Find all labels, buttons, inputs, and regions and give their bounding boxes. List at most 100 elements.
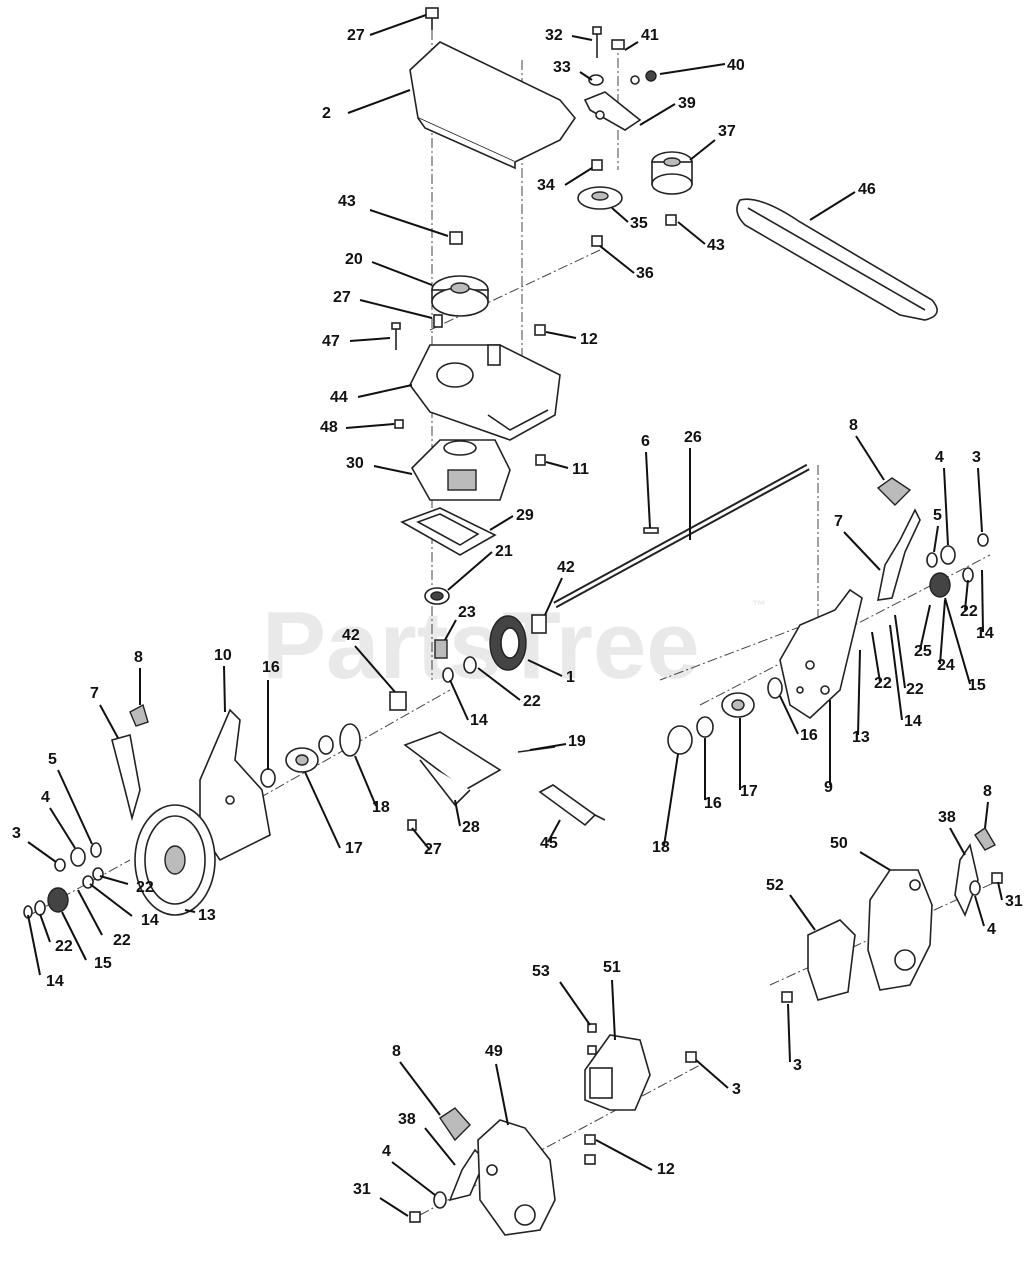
callout-37[interactable]: 37 <box>689 123 736 161</box>
callout-14[interactable]: 14 <box>449 679 488 729</box>
part-22-washer-center[interactable] <box>463 656 477 674</box>
part-41-nut[interactable] <box>611 39 625 50</box>
part-31-bolt-lower-left[interactable] <box>409 1211 421 1223</box>
callout-3[interactable]: 3 <box>972 449 983 533</box>
part-27-bolt-low[interactable] <box>407 819 417 831</box>
part-5-spacer-right[interactable] <box>926 552 938 568</box>
callout-15[interactable]: 15 <box>61 911 112 972</box>
callout-7[interactable]: 7 <box>834 513 881 571</box>
callout-3[interactable]: 3 <box>695 1059 741 1098</box>
callout-22[interactable]: 22 <box>960 579 978 620</box>
callout-14[interactable]: 14 <box>89 883 159 929</box>
callout-42[interactable]: 42 <box>342 627 396 693</box>
callout-43[interactable]: 43 <box>338 193 449 237</box>
callout-32[interactable]: 32 <box>545 27 593 44</box>
part-40-screw[interactable] <box>630 70 657 85</box>
part-32-bolt[interactable] <box>592 26 602 58</box>
callout-13[interactable]: 13 <box>184 907 216 924</box>
part-24-gear-right[interactable] <box>962 567 974 583</box>
part-2-plate[interactable] <box>409 41 577 170</box>
callout-44[interactable]: 44 <box>330 384 413 406</box>
part-16-bearing-right-2[interactable] <box>696 716 714 738</box>
part-39-bracket[interactable] <box>583 91 642 131</box>
part-18-seal-right[interactable] <box>667 725 693 755</box>
part-4-washer-right[interactable] <box>940 545 956 565</box>
callout-38[interactable]: 38 <box>398 1111 456 1166</box>
part-17-hub-left[interactable] <box>285 747 319 773</box>
callout-22[interactable]: 22 <box>39 913 73 955</box>
callout-8[interactable]: 8 <box>392 1043 441 1116</box>
part-15-pinion-right[interactable] <box>929 572 951 598</box>
part-50-housing[interactable] <box>867 869 933 991</box>
callout-39[interactable]: 39 <box>639 95 696 126</box>
callout-3[interactable]: 3 <box>12 825 57 863</box>
callout-17[interactable]: 17 <box>739 718 758 800</box>
callout-49[interactable]: 49 <box>485 1043 509 1126</box>
part-45-tube[interactable] <box>538 784 606 827</box>
part-18-seal-left[interactable] <box>339 723 361 757</box>
part-35-pulley[interactable] <box>577 186 623 210</box>
callout-16[interactable]: 16 <box>704 738 722 812</box>
callout-12[interactable]: 12 <box>545 331 598 348</box>
callout-19[interactable]: 19 <box>529 733 586 751</box>
callout-34[interactable]: 34 <box>537 167 593 194</box>
part-29-gasket[interactable] <box>400 507 497 556</box>
part-3-nut-left[interactable] <box>54 858 66 872</box>
callout-46[interactable]: 46 <box>809 181 876 221</box>
part-11-screw[interactable] <box>535 454 546 466</box>
callout-22[interactable]: 22 <box>477 667 541 710</box>
callout-29[interactable]: 29 <box>489 507 534 531</box>
callout-5[interactable]: 5 <box>48 751 93 845</box>
part-20-pulley[interactable] <box>431 275 489 317</box>
callout-26[interactable]: 26 <box>684 429 702 540</box>
part-8-handle-lower-right[interactable] <box>974 826 996 851</box>
callout-53[interactable]: 53 <box>532 963 591 1026</box>
callout-48[interactable]: 48 <box>320 419 395 436</box>
part-4-washer-lower-right[interactable] <box>969 880 981 896</box>
callout-4[interactable]: 4 <box>935 449 949 546</box>
callout-38[interactable]: 38 <box>938 809 966 856</box>
callout-41[interactable]: 41 <box>624 27 659 51</box>
callout-50[interactable]: 50 <box>830 835 891 871</box>
callout-4[interactable]: 4 <box>974 895 996 938</box>
part-8-handle-right[interactable] <box>876 477 912 506</box>
part-31-bolt-lower-right[interactable] <box>991 872 1003 884</box>
callout-8[interactable]: 8 <box>134 649 143 705</box>
part-8-handle-left[interactable] <box>129 703 149 727</box>
callout-51[interactable]: 51 <box>603 959 621 1041</box>
callout-11[interactable]: 11 <box>545 461 589 478</box>
callout-21[interactable]: 21 <box>447 543 513 591</box>
callout-24[interactable]: 24 <box>937 599 955 674</box>
part-43-nut-right[interactable] <box>665 214 677 226</box>
callout-42[interactable]: 42 <box>544 559 575 616</box>
part-16-bearing-right[interactable] <box>767 677 783 699</box>
callout-33[interactable]: 33 <box>553 59 593 81</box>
callout-18[interactable]: 18 <box>652 753 679 856</box>
part-21-bearing[interactable] <box>424 587 450 605</box>
part-27-bolt-top[interactable] <box>425 7 439 30</box>
part-5-spacer-left[interactable] <box>90 842 102 858</box>
callout-16[interactable]: 16 <box>262 659 280 770</box>
part-22-washer-left-2[interactable] <box>34 900 46 916</box>
callout-35[interactable]: 35 <box>611 207 648 232</box>
part-26-axle[interactable] <box>553 463 810 609</box>
callout-8[interactable]: 8 <box>849 417 885 481</box>
part-49-housing[interactable] <box>477 1119 556 1236</box>
part-43-nut-left[interactable] <box>449 231 463 245</box>
callout-14[interactable]: 14 <box>27 914 64 990</box>
callout-22[interactable]: 22 <box>77 889 131 949</box>
callout-4[interactable]: 4 <box>382 1143 436 1196</box>
callout-40[interactable]: 40 <box>659 57 745 75</box>
part-52-plate[interactable] <box>807 919 856 1001</box>
part-22-washer-left[interactable] <box>92 867 104 881</box>
callout-8[interactable]: 8 <box>983 783 992 829</box>
part-14-clip-center[interactable] <box>442 667 454 683</box>
part-7-lever-right[interactable] <box>876 508 921 601</box>
callout-36[interactable]: 36 <box>599 245 654 282</box>
part-42-bushing-right[interactable] <box>531 614 547 634</box>
callout-27[interactable]: 27 <box>411 827 442 858</box>
callout-27[interactable]: 27 <box>333 289 433 319</box>
callout-12[interactable]: 12 <box>595 1139 675 1178</box>
callout-17[interactable]: 17 <box>304 771 363 857</box>
part-12-nuts-lower[interactable] <box>584 1134 596 1165</box>
